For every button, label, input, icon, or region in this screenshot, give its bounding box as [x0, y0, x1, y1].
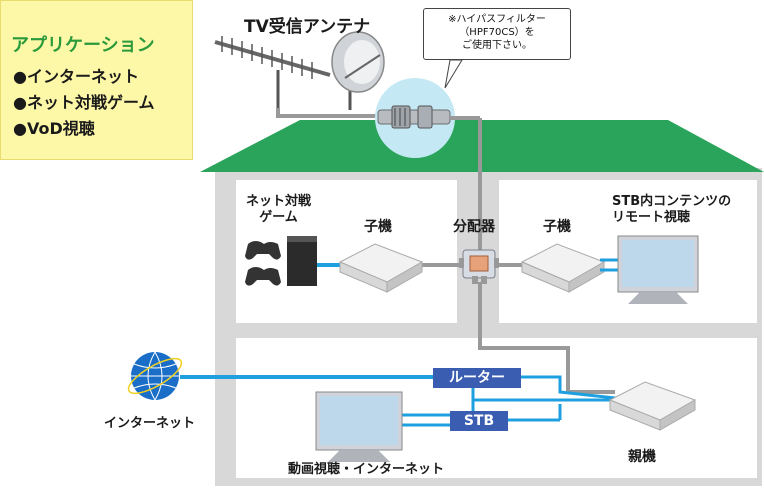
note-line-3: ご使用下さい。 [462, 40, 532, 51]
child-left-label: 子機 [364, 219, 392, 235]
stb-remote-label: STB内コンテンツの リモート視聴 [612, 194, 732, 225]
internet-label: インターネット [104, 416, 196, 431]
filter-note: ※ハイパスフィルター （HPF70CS）を ご使用下さい。 [423, 8, 571, 60]
stb-tag: STB [450, 411, 508, 431]
note-pointer [444, 59, 463, 89]
router-tag: ルーター [433, 368, 521, 388]
game-controllers-icon [245, 241, 281, 286]
antenna-cable [276, 108, 380, 118]
parent-label: 親機 [628, 449, 656, 465]
child-right-label: 子機 [543, 219, 571, 235]
child-unit-right-icon [520, 243, 606, 293]
tv-antenna-icon [214, 36, 331, 79]
applications-title: アプリケーション [11, 35, 155, 56]
high-pass-filter-icon [377, 105, 451, 129]
parent-unit-icon [608, 381, 697, 431]
tv-right-icon [617, 235, 699, 304]
note-line-2: （HPF70CS）を [459, 27, 535, 38]
app-item-vod: ●VoD視聴 [13, 119, 95, 138]
globe-icon [127, 351, 183, 401]
app-item-game: ●ネット対戦ゲーム [13, 93, 155, 112]
tv-bottom-icon [315, 391, 403, 462]
satellite-dish-icon [331, 31, 385, 110]
splitter-label: 分配器 [453, 219, 495, 235]
video-label: 動画視聴・インターネット [288, 462, 445, 477]
applications-box: アプリケーション ●インターネット ●ネット対戦ゲーム ●VoD視聴 [0, 0, 193, 160]
splitter-icon [459, 249, 499, 284]
game-label: ネット対戦 ゲーム [246, 194, 312, 225]
coax-to-parent [478, 282, 615, 394]
child-unit-left-icon [338, 243, 424, 293]
note-line-1: ※ハイパスフィルター [448, 14, 546, 25]
game-console-icon [287, 236, 317, 286]
app-item-internet: ●インターネット [13, 67, 139, 86]
antenna-label: TV受信アンテナ [244, 17, 371, 37]
